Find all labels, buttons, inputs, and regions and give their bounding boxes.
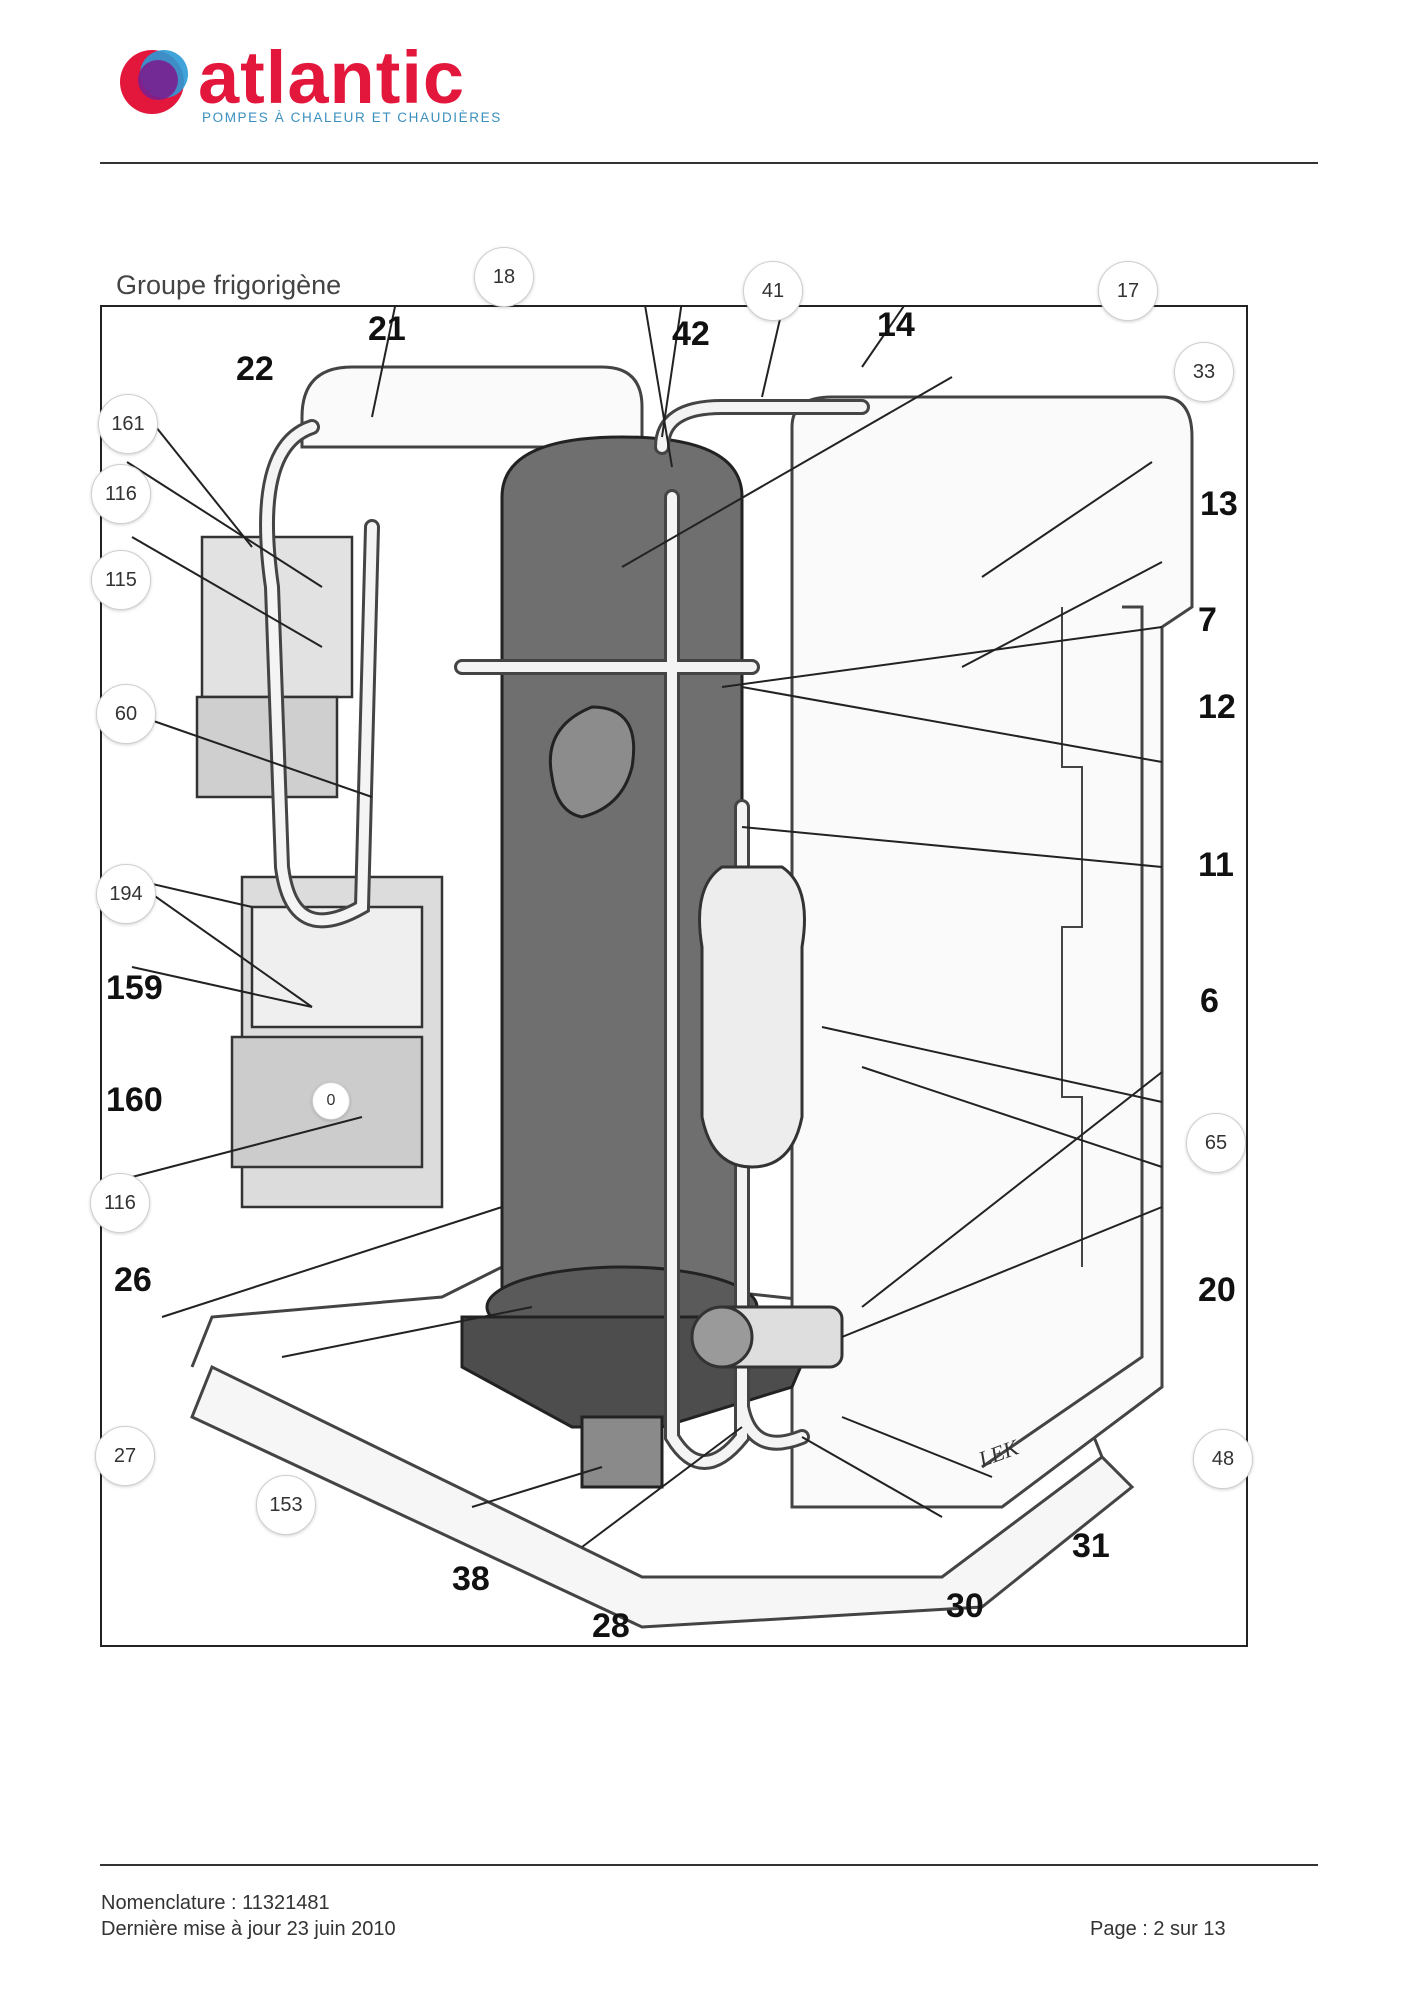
brand-name: atlantic <box>198 36 466 119</box>
top-coil <box>300 365 644 449</box>
callout-11: 11 <box>1198 846 1234 884</box>
callout-21: 21 <box>368 310 406 348</box>
expansion-valve <box>690 1305 844 1369</box>
last-update-date: Dernière mise à jour 23 juin 2010 <box>101 1918 396 1940</box>
refrigeration-unit-illustration: LEK <box>121 307 1194 1629</box>
callout-12: 12 <box>1198 688 1236 726</box>
heat-exchanger-frame <box>790 395 1194 1509</box>
callout-14: 14 <box>877 306 915 344</box>
callout-28: 28 <box>592 1607 630 1645</box>
callout-27: 27 <box>95 1426 155 1486</box>
callout-160: 160 <box>106 1081 163 1119</box>
callout-33: 33 <box>1174 342 1234 402</box>
callout-153: 153 <box>256 1475 316 1535</box>
callout-41: 41 <box>743 261 803 321</box>
callout-7: 7 <box>1198 601 1217 639</box>
exploded-diagram: LEK 18 41 17 33 161 116 115 60 194 0 116… <box>90 247 1253 1647</box>
callout-6: 6 <box>1200 982 1219 1020</box>
callout-159: 159 <box>106 969 163 1007</box>
page-number: Page : 2 sur 13 <box>1090 1918 1226 1940</box>
callout-13: 13 <box>1200 485 1238 523</box>
callout-leader-lines <box>121 307 1163 1548</box>
callout-26: 26 <box>114 1261 152 1299</box>
callout-18: 18 <box>474 247 534 307</box>
callout-116-bottom: 116 <box>90 1173 150 1233</box>
nomenclature-number: Nomenclature : 11321481 <box>101 1892 330 1914</box>
callout-22: 22 <box>236 350 274 388</box>
compressor <box>460 435 825 1489</box>
callout-17: 17 <box>1098 261 1158 321</box>
callout-60: 60 <box>96 684 156 744</box>
footer-meta: Nomenclature : 11321481 Dernière mise à … <box>101 1890 396 1942</box>
callout-42: 42 <box>672 315 710 353</box>
refrigerant-pipes-inner <box>262 402 867 1467</box>
electrical-panel <box>195 535 444 1209</box>
callout-30: 30 <box>946 1587 984 1625</box>
callout-194: 194 <box>96 864 156 924</box>
atlantic-logo <box>112 36 492 136</box>
callout-48: 48 <box>1193 1429 1253 1489</box>
callout-38: 38 <box>452 1560 490 1598</box>
callout-20: 20 <box>1198 1271 1236 1309</box>
footer-divider <box>100 1864 1318 1866</box>
callout-116-top: 116 <box>91 464 151 524</box>
callout-115: 115 <box>91 550 151 610</box>
section-title: Groupe frigorigène <box>116 270 342 300</box>
callout-161: 161 <box>98 394 158 454</box>
callout-31: 31 <box>1072 1527 1110 1565</box>
filter-drier <box>698 865 806 1169</box>
callout-65: 65 <box>1186 1113 1246 1173</box>
logo-mark-icon <box>120 50 188 114</box>
brand-tagline: POMPES À CHALEUR ET CHAUDIÈRES <box>202 110 502 125</box>
callout-0: 0 <box>312 1082 350 1120</box>
header-divider <box>100 162 1318 164</box>
